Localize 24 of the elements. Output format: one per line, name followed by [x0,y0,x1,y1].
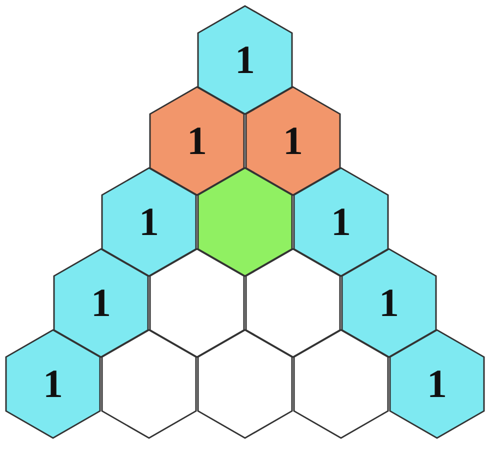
empty-hexagon [197,329,293,439]
hexagon-cell [293,167,389,277]
number: 1 [187,121,207,161]
empty-hexagon [197,167,293,277]
hexagon-cell [5,329,101,439]
hexagon-cell [341,248,437,358]
hexagon-cell [389,329,485,439]
number: 1 [235,40,255,80]
hexagon-cell [197,5,293,115]
hexagon-cell [53,248,149,358]
empty-hexagon [149,248,245,358]
empty-hexagon [101,329,197,439]
number: 1 [43,364,63,404]
empty-hexagon [245,248,341,358]
number: 1 [139,202,159,242]
number: 1 [283,121,303,161]
number: 1 [427,364,447,404]
hexagon-cell [101,167,197,277]
number: 1 [91,283,111,323]
hexagon-cell [245,86,341,196]
hexagon-cell [149,86,245,196]
empty-hexagon [293,329,389,439]
number: 1 [331,202,351,242]
number: 1 [379,283,399,323]
